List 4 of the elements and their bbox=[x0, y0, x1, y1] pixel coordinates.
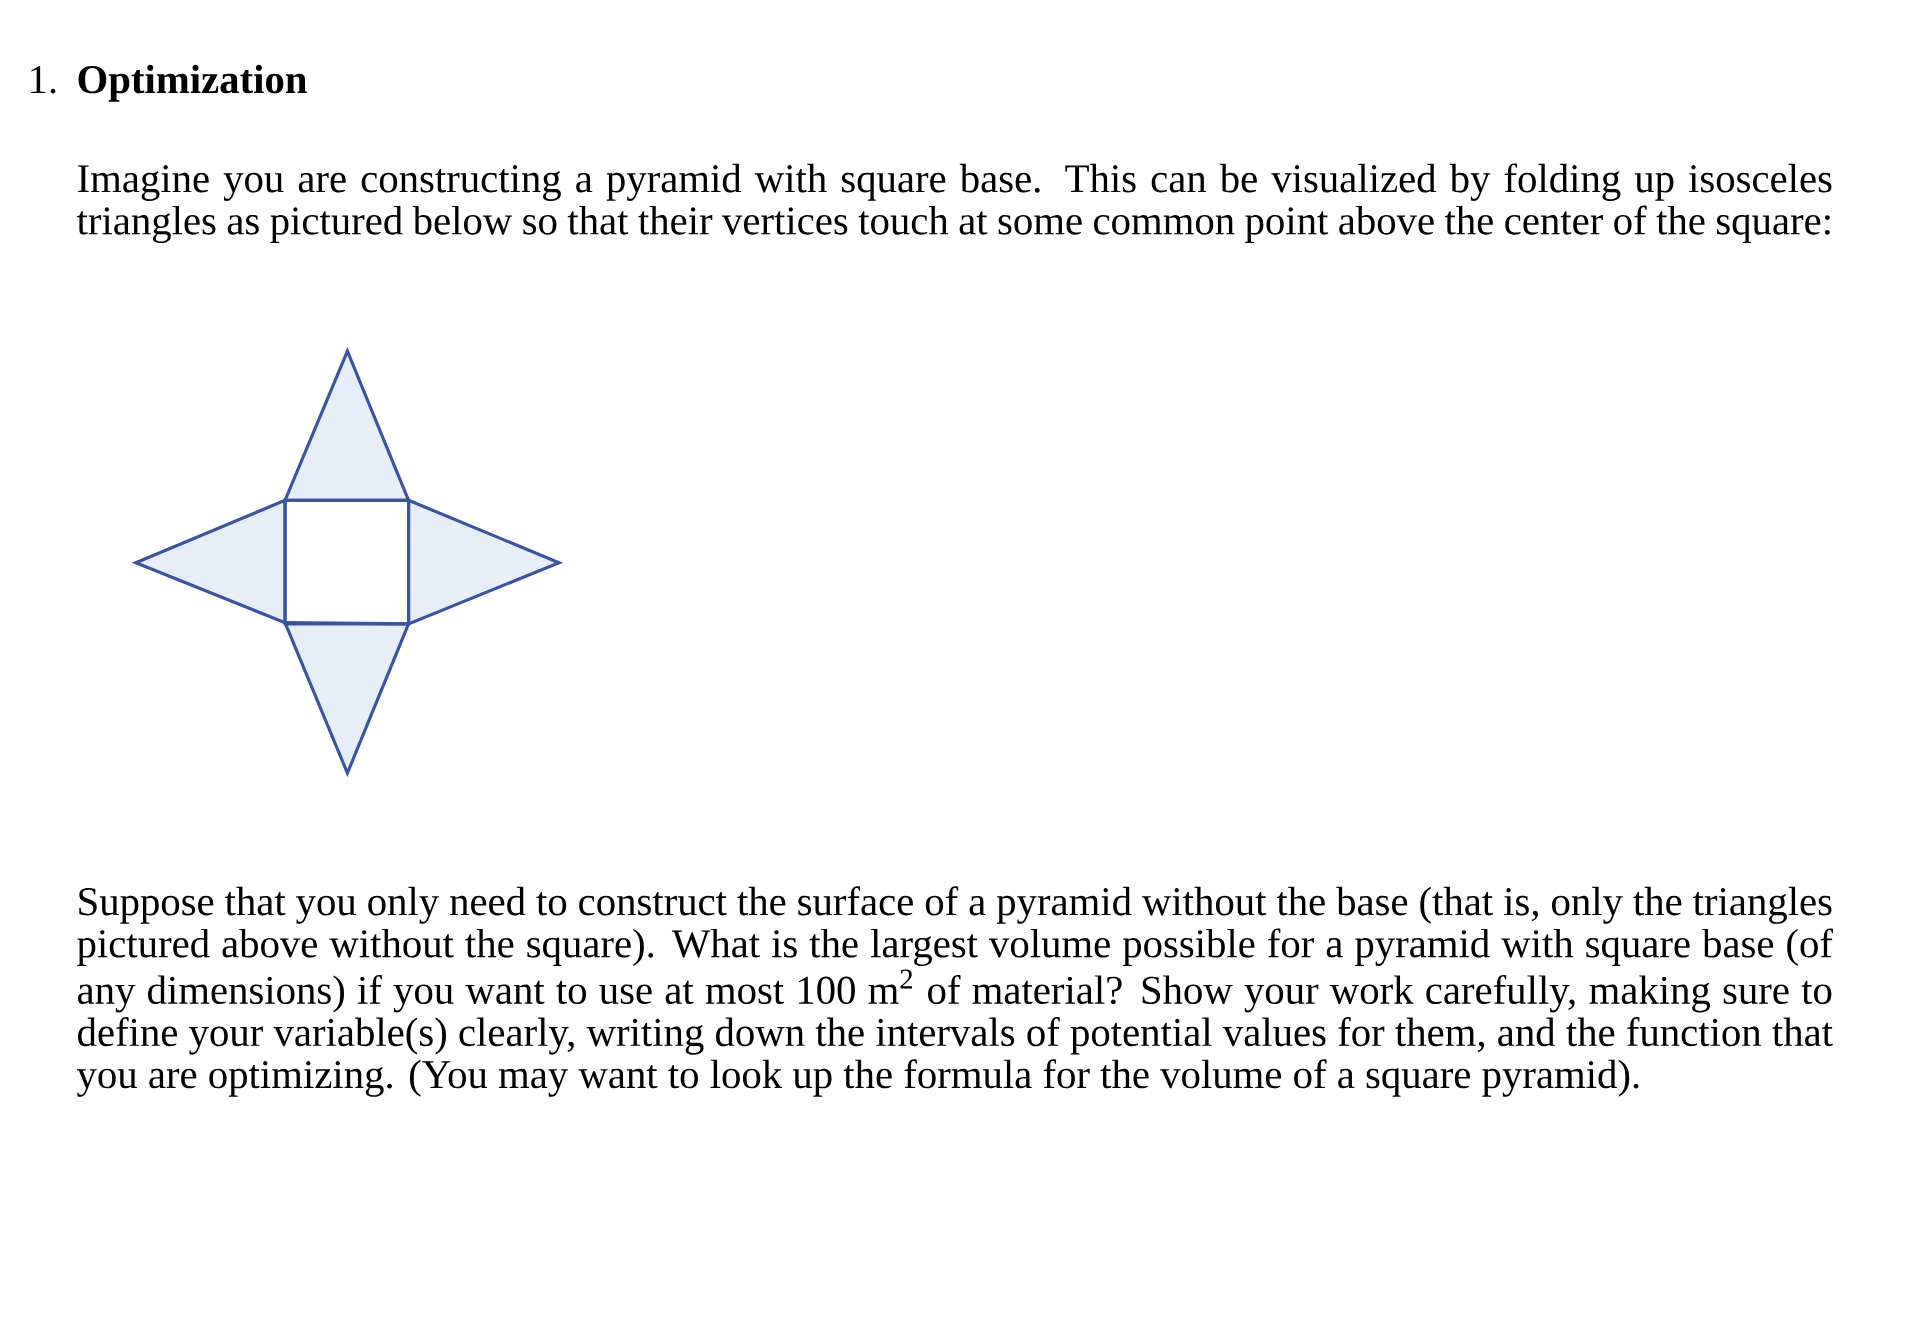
paragraph: Imagine you are constructing a pyramid with square base. This can be visualized by folding up isosceles triangles as pictured below so that their vertices touch at some common point above the center of the square: bbox=[76, 163, 1832, 244]
paragraph: Suppose that you only need to construct the surface of a pyramid without the base (that is, only the triangles pictured above without the square). What is the largest volume possible for a pyramid with square base (of any dimensions) if you want to use at most 100 m$^{2}$ of material? Show your work carefully, making sure to define your variable(s) clearly, writing down the intervals of potential values for them, and the function that you are optimizing. (You may want to look up the formula for the volume of a square pyramid). bbox=[77, 886, 1833, 1098]
question-title: Optimization bbox=[78, 64, 307, 102]
question-number: 1. bbox=[31, 66, 56, 94]
